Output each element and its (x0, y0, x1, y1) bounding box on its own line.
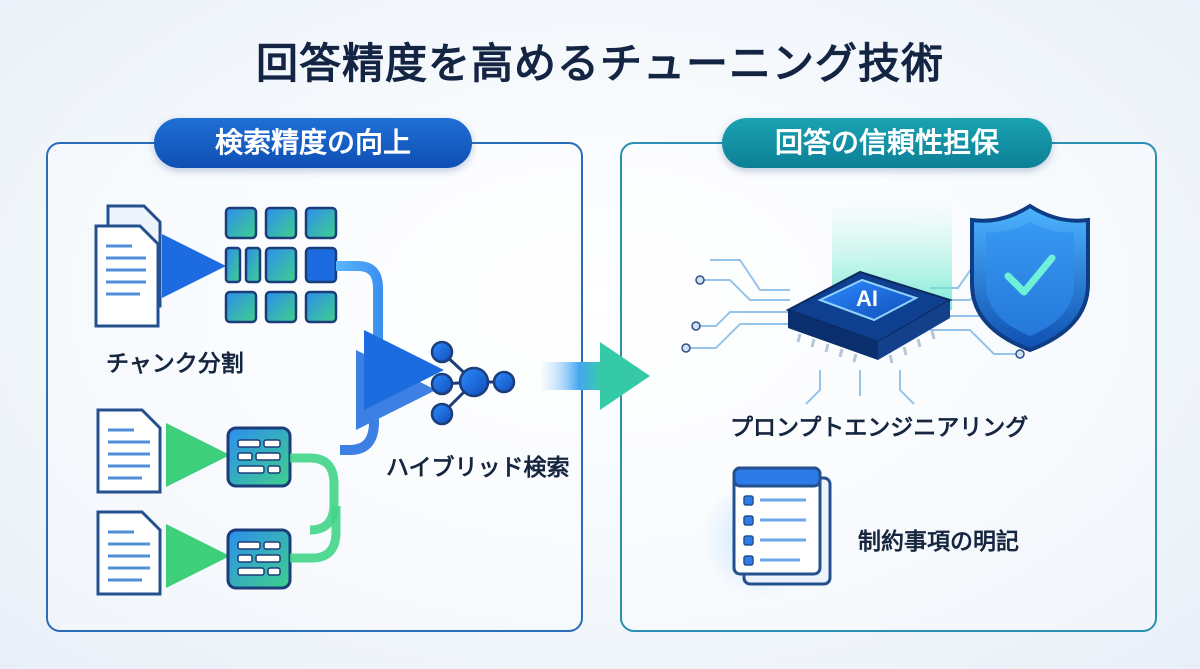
document-icon (96, 510, 162, 596)
arrow-right-icon (542, 342, 650, 410)
hybrid-search-label: ハイブリッド検索 (386, 455, 570, 481)
ai-chip-icon: AI (785, 270, 953, 364)
page-title: 回答精度を高めるチューニング技術 (255, 39, 944, 88)
chip-text: AI (856, 286, 878, 311)
structured-record-icon (226, 426, 292, 488)
document-stack-icon (94, 204, 162, 328)
shield-check-icon (970, 203, 1090, 353)
checklist-document-icon (732, 466, 832, 586)
prompt-engineering-label: プロンプトエンジニアリング (730, 415, 1029, 441)
search-accuracy-heading: 検索精度の向上 (154, 118, 472, 168)
chunk-grid-icon (224, 206, 338, 324)
constraints-label: 制約事項の明記 (858, 529, 1019, 555)
hybrid-network-icon (430, 340, 516, 426)
answer-reliability-heading: 回答の信頼性担保 (722, 118, 1052, 168)
structured-record-icon (226, 528, 292, 590)
document-icon (96, 408, 162, 494)
chunking-label: チャンク分割 (106, 351, 244, 377)
